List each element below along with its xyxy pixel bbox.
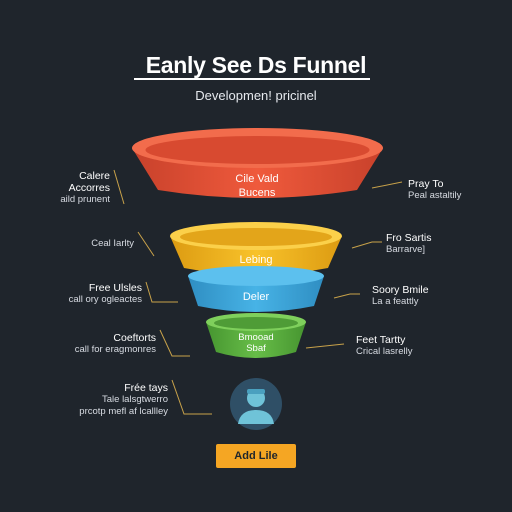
annotation-right-2-line2: Barrarve] [386,244,426,255]
annotation-left-1-head: Calere [79,170,110,182]
annotation-right-2-head: Fro Sartis [386,232,432,244]
stage-4-label-line1: Bmooad [238,332,274,343]
connector-left-4 [159,329,190,357]
annotation-left-1-line3: aild prunent [60,194,110,205]
left-connectors [113,169,212,415]
stage-2-label: Lebing [239,254,273,266]
connector-right-3 [333,293,360,299]
stage-4-label: Bmooad Sbaf [216,332,296,354]
add-button[interactable]: Add Lile [216,444,296,468]
connector-left-2 [137,231,155,257]
connector-right-2 [351,241,382,249]
annotation-right-4-head: Feet Tartty [356,334,406,346]
user-avatar-icon [230,378,282,430]
annotation-right-4: Feet Tartty Crical lasrelly [356,334,486,358]
connector-left-3 [145,281,178,303]
right-connectors [305,181,403,349]
annotation-left-5-head: Frée tays [124,382,168,394]
funnel-stage-1 [132,128,383,198]
connector-left-5 [171,379,212,415]
annotation-left-5-line3: prcotp mefl af lcallley [79,406,168,417]
annotation-right-1-line2: Peal astaltily [408,190,462,201]
annotation-right-3-head: Soory Bmile [372,284,429,296]
annotation-right-1: Pray To Peal astaltily [408,178,504,202]
annotation-left-4: Coeftorts call for eragmonres [20,332,156,356]
connector-right-4 [305,343,345,349]
annotation-right-2: Fro Sartis Barrarve] [386,232,496,256]
stage-1-label-line2: Bucens [238,187,276,199]
funnel-stage-4 [206,313,306,358]
annotation-right-4-line2: Crical lasrelly [356,346,413,357]
stage-1-label: Cile Vald Bucens [207,172,307,200]
title-underline [134,78,370,80]
diagram-subtitle: Developmen! pricinel [195,88,317,103]
funnel-stage-3 [188,266,324,312]
annotation-left-1: Calere Accorres aild prunent [20,170,110,206]
annotation-right-3: Soory Bmile La a feattly [372,284,496,308]
annotation-left-4-head: Coeftorts [113,332,156,344]
annotation-left-5: Frée tays Tale lalsgtwerro prcotp mefl a… [20,382,168,418]
annotation-left-3-line2: call ory ogleactes [68,294,142,305]
stage-4-label-line2: Sbaf [246,343,266,354]
annotation-right-3-line2: La a feattly [372,296,419,307]
annotation-left-3-head: Free Ulsles [88,282,142,294]
stage-3-label: Deler [242,291,270,303]
annotation-left-1-line2: Accorres [68,182,110,194]
connector-right-1 [371,181,403,189]
annotation-left-3: Free Ulsles call ory ogleactes [20,282,142,306]
annotation-left-5-line2: Tale lalsgtwerro [102,394,168,405]
diagram-title: Eanly See Ds Funnel [145,52,367,78]
connector-left-1 [113,169,125,205]
funnel-stage-2 [170,222,342,275]
annotation-left-4-line2: call for eragmonres [74,344,156,355]
annotation-left-2-line2: Ceal Iarlty [91,238,134,249]
annotation-right-1-head: Pray To [408,178,444,190]
stage-1-label-line1: Cile Vald [235,173,279,185]
annotation-left-2: Ceal Iarlty [20,238,134,250]
